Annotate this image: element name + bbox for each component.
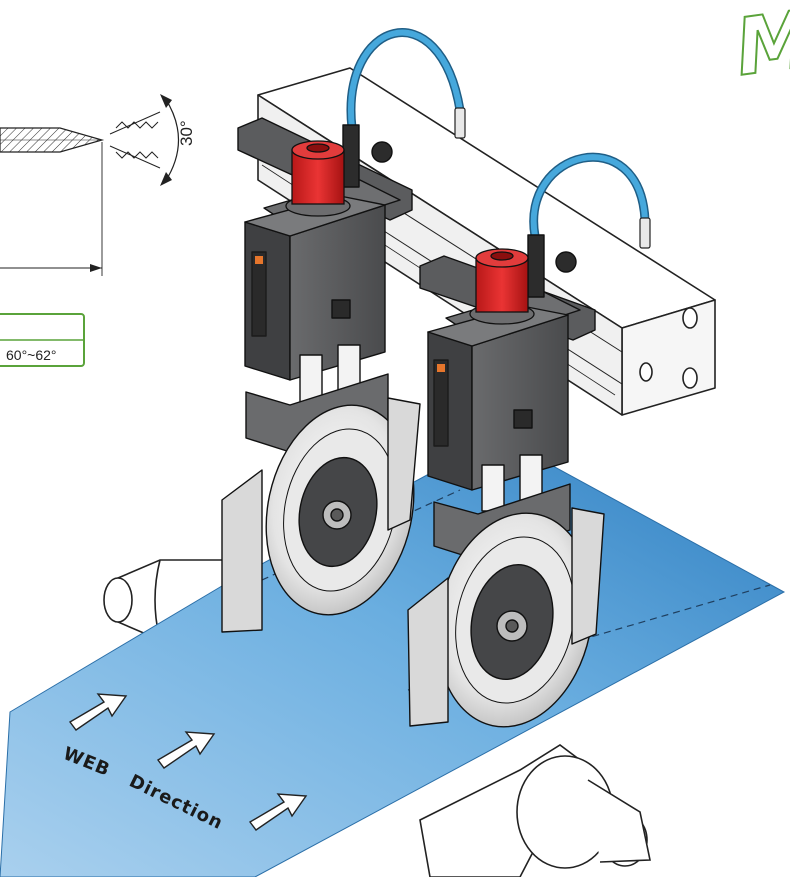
air-hoses [346,28,650,241]
arrow-icon [156,731,216,769]
adjust-knob-icon [285,140,351,217]
bevel-marks [109,111,161,169]
brand-logo: MC [729,0,790,95]
hardness-table: 60°~62° [0,313,85,367]
arrow-icon [68,693,128,731]
air-fitting-icon [454,107,651,249]
adjust-knob-icon [469,248,535,325]
web-direction-arrows [68,693,308,831]
blade-profile-drawing [0,94,180,276]
hardness-value: 60°~62° [6,347,57,363]
brand-logo-text: MC [730,0,790,94]
arrow-icon [248,793,308,831]
lower-roller-right [419,744,651,877]
angle-label: 30° [177,120,196,146]
angle-arc [164,97,180,183]
